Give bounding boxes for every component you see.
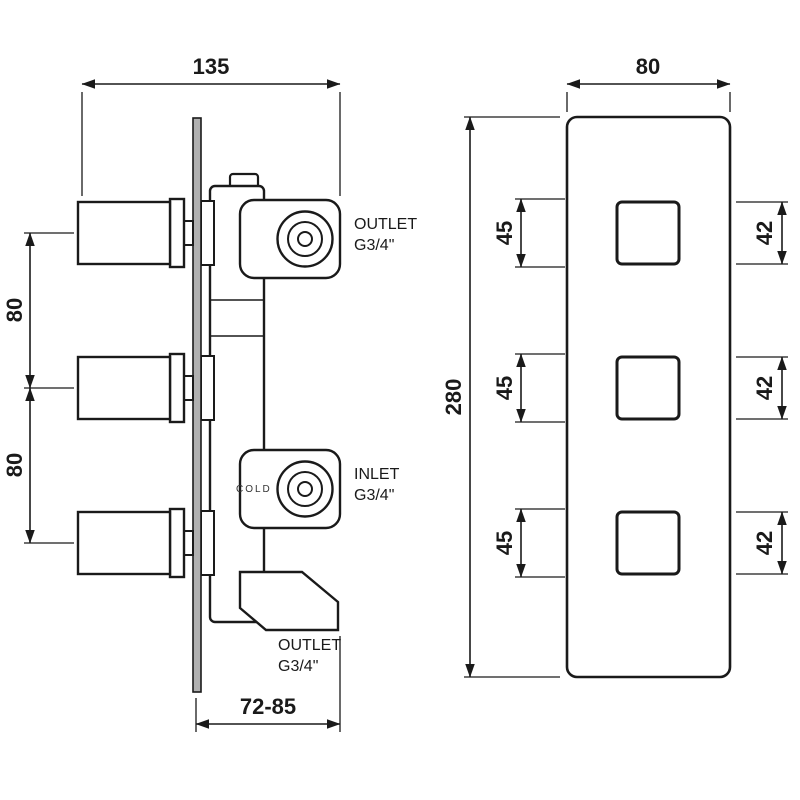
outlet-top-block — [238, 198, 342, 280]
inlet-port-inner — [297, 481, 313, 497]
dim-label-size-3: 42 — [752, 531, 777, 555]
inlet-size: G3/4" — [354, 487, 394, 504]
handle-top-flange — [168, 197, 186, 269]
dim-label-size-1: 42 — [752, 221, 777, 245]
outlet-top-port-outer — [276, 210, 334, 268]
cartridge-bottom — [200, 510, 215, 576]
inlet-label: INLET — [354, 466, 400, 483]
outlet-top-label: OUTLET — [354, 216, 417, 233]
handle-top-front — [615, 200, 681, 266]
inlet-port-mid — [287, 471, 323, 507]
front-view-texts: 80 280 45 45 45 42 42 42 — [441, 54, 777, 555]
handle-top-neck — [183, 220, 194, 246]
dim-label-pitch-3: 45 — [492, 531, 517, 555]
outlet-top-size: G3/4" — [354, 237, 394, 254]
side-view-texts: 135 80 80 72-85 OUTLET G3/4" INLET G3/4"… — [2, 54, 417, 719]
dim-square-size — [736, 201, 788, 575]
dim-label-plate-height: 280 — [441, 379, 466, 416]
dim-label-pitch-2: 45 — [492, 376, 517, 400]
dim-plate-height — [464, 116, 560, 678]
dim-label-135: 135 — [193, 54, 230, 79]
dim-recess-depth — [195, 636, 341, 732]
handle-bottom-neck — [183, 530, 194, 556]
valve-cartridges — [200, 200, 215, 576]
handle-middle-flange — [168, 352, 186, 424]
outlet-top-port-inner — [297, 231, 313, 247]
outlet-top-port-mid — [287, 221, 323, 257]
wall-plate-side — [192, 117, 202, 693]
inlet-port-outer — [276, 460, 334, 518]
outlet-bottom-size: G3/4" — [278, 658, 318, 675]
dim-label-72-85: 72-85 — [240, 694, 296, 719]
handle-middle-front — [615, 355, 681, 421]
dim-label-size-2: 42 — [752, 376, 777, 400]
cold-marking: COLD — [236, 484, 272, 495]
outlet-bottom-spout — [238, 570, 340, 632]
dim-overall-width — [81, 79, 341, 196]
inlet-block — [238, 448, 342, 530]
handle-bottom-body — [76, 510, 172, 576]
dim-square-pitch — [515, 198, 565, 578]
front-view — [464, 79, 788, 679]
outlet-bottom-label: OUTLET — [278, 637, 341, 654]
dim-plate-width — [566, 79, 731, 112]
handle-bottom-side — [76, 507, 194, 579]
handle-middle-side — [76, 352, 194, 424]
handle-middle-body — [76, 355, 172, 421]
side-view — [24, 79, 342, 732]
dim-label-plate-width: 80 — [636, 54, 660, 79]
handle-top-side — [76, 197, 194, 269]
dim-label-80-lower: 80 — [2, 453, 27, 477]
cartridge-top — [200, 200, 215, 266]
cartridge-middle — [200, 355, 215, 421]
handle-top-body — [76, 200, 172, 266]
dim-handle-spacing — [24, 232, 74, 544]
handle-bottom-front — [615, 510, 681, 576]
dim-label-pitch-1: 45 — [492, 221, 517, 245]
dim-label-80-upper: 80 — [2, 298, 27, 322]
valve-body — [208, 172, 342, 632]
handle-bottom-flange — [168, 507, 186, 579]
handle-middle-neck — [183, 375, 194, 401]
face-plate-front — [565, 115, 732, 679]
handles-side — [76, 197, 194, 579]
